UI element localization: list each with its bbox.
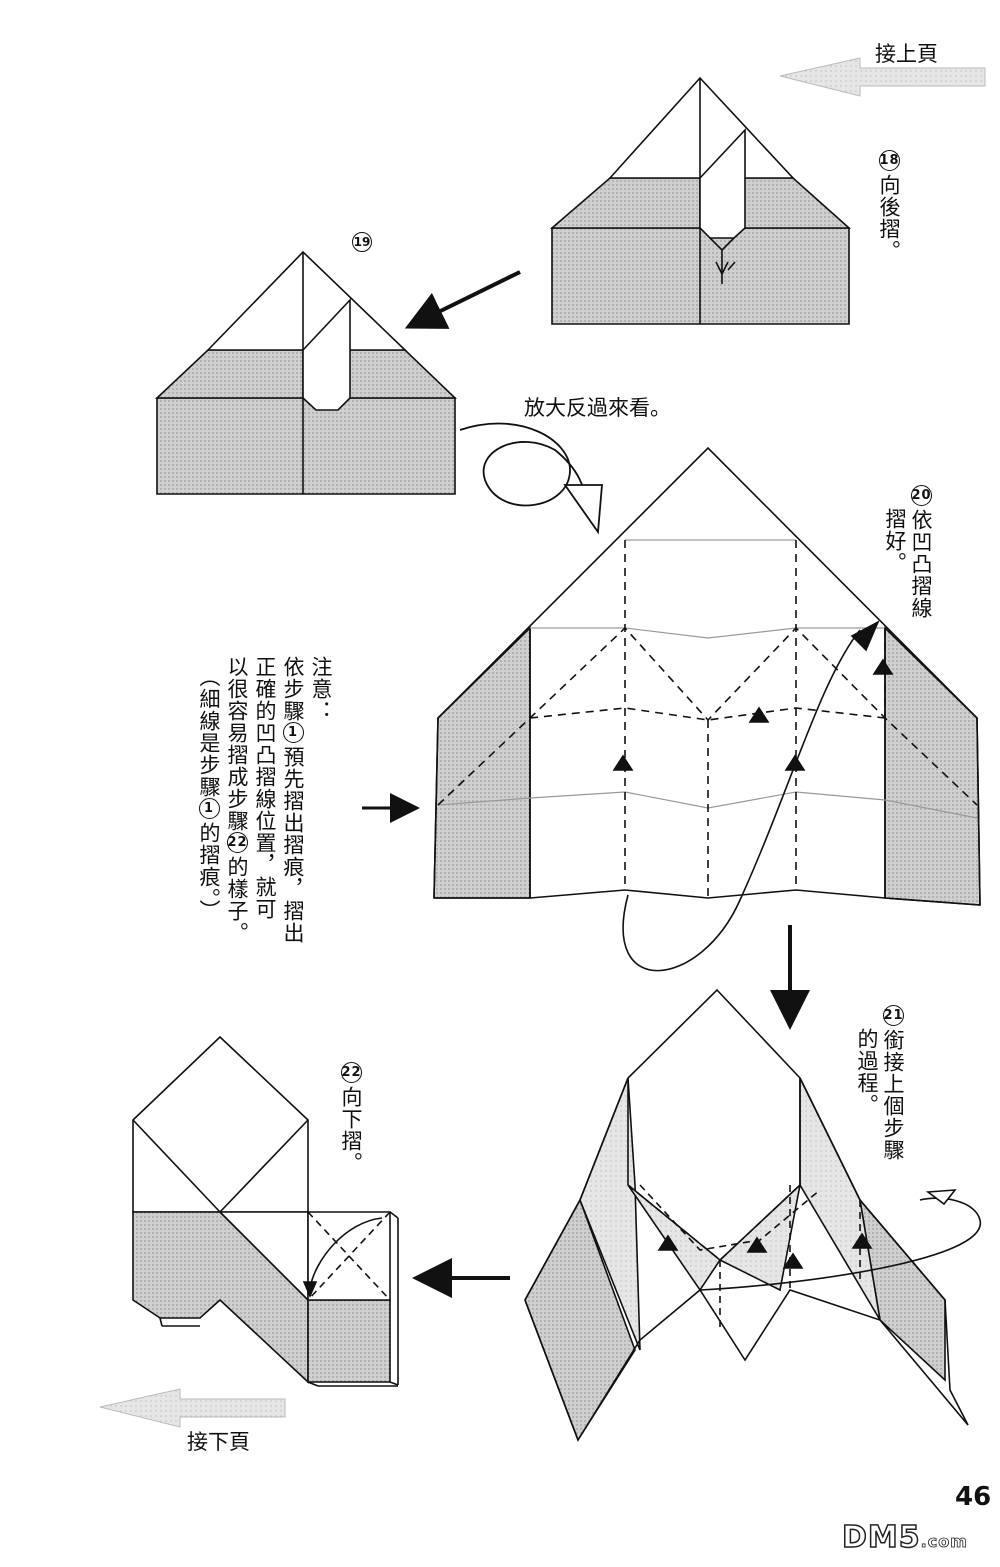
note-line3: 以很容易摺成步驟22 的樣子。 xyxy=(224,656,250,944)
flip-over-arrow xyxy=(459,422,603,535)
note-line1: 依步驟1 預先摺出摺痕，摺出 xyxy=(280,656,306,944)
step21-figure xyxy=(524,988,981,1442)
note-title: 注意： xyxy=(309,656,333,722)
step22-figure xyxy=(132,1035,399,1387)
note-line1-text-a: 依步驟 xyxy=(281,656,305,722)
note-line1-step-num: 1 xyxy=(282,722,304,743)
note-line4-step-num: 1 xyxy=(198,798,220,819)
prev-page-arrow xyxy=(779,57,986,97)
step18-number: 18 xyxy=(878,150,900,171)
step20-number: 20 xyxy=(910,485,932,506)
note-line4-text-a: （細線是步驟 xyxy=(197,666,221,798)
note-line3-text-b: 的樣子。 xyxy=(225,856,249,944)
note-line4-text-b: 的摺痕。） xyxy=(197,822,221,922)
watermark-main: DM5 xyxy=(841,1519,921,1556)
step22-number: 22 xyxy=(340,1062,362,1083)
step19-caption: 放大反過來看。 xyxy=(524,396,671,420)
arrow-18-to-19 xyxy=(404,270,521,329)
note-line3-step-num: 22 xyxy=(226,832,248,853)
note-line1-text-b: 預先摺出摺痕，摺出 xyxy=(281,746,305,944)
prev-page-label: 接上頁 xyxy=(875,42,938,66)
step18-figure xyxy=(549,76,852,325)
step20-text-1: 依凹凸摺線 xyxy=(909,509,933,619)
step18-text: 向後摺。 xyxy=(877,174,901,262)
step18-label: 18 向後摺。 xyxy=(876,150,902,262)
page-number: 46 xyxy=(955,1482,992,1512)
next-page-arrow xyxy=(99,1388,286,1428)
step22-label: 22 向下摺。 xyxy=(338,1062,364,1174)
step20-figure xyxy=(433,446,981,972)
next-page-label: 接下頁 xyxy=(187,1430,250,1454)
step19-figure xyxy=(154,250,457,495)
note-line4: （細線是步驟1 的摺痕。） xyxy=(196,666,222,922)
note-line3-text-a: 以很容易摺成步驟 xyxy=(225,656,249,832)
step21-text-1: 銜接上個步驟 xyxy=(881,1029,905,1161)
step19-number: 19 xyxy=(352,232,372,252)
step20-line1: 20 依凹凸摺線 xyxy=(908,485,934,619)
site-watermark: DM5.com xyxy=(841,1519,968,1556)
watermark-suffix: .com xyxy=(920,1532,968,1552)
step22-text: 向下摺。 xyxy=(339,1086,363,1174)
step20-line2: 摺好。 xyxy=(883,508,907,574)
step21-line2: 的過程。 xyxy=(855,1028,879,1116)
note-line2: 正確的凹凸摺線位置，就可 xyxy=(253,656,277,920)
step21-line1: 21 銜接上個步驟 xyxy=(880,1005,906,1161)
step21-number: 21 xyxy=(882,1005,904,1026)
